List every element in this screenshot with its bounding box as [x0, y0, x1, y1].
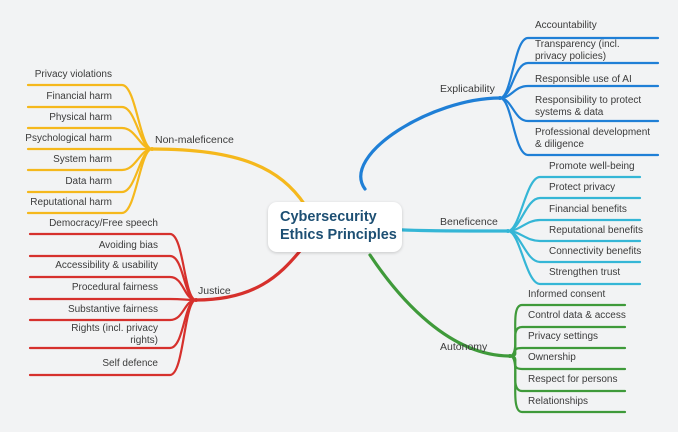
leaf-justice-2[interactable]: Avoiding bias	[99, 240, 158, 251]
branch-label-explicability[interactable]: Explicability	[440, 83, 496, 95]
leaf-non-maleficence-6[interactable]: Data harm	[65, 176, 112, 187]
leaf-explicability-2[interactable]: Transparency (incl.privacy policies)	[535, 39, 620, 62]
leaf-explicability-3[interactable]: Responsible use of AI	[535, 74, 632, 85]
leaf-explicability-5[interactable]: Professional development& diligence	[535, 127, 650, 150]
leaf-non-maleficence-2[interactable]: Financial harm	[46, 91, 112, 102]
leaf-non-maleficence-3[interactable]: Physical harm	[49, 112, 112, 123]
leaf-beneficence-3[interactable]: Financial benefits	[549, 204, 627, 215]
leaf-autonomy-2[interactable]: Control data & access	[528, 310, 626, 321]
branch-label-non-maleficence[interactable]: Non-maleficence	[155, 134, 234, 146]
leaf-autonomy-3[interactable]: Privacy settings	[528, 331, 598, 342]
branch-label-beneficence[interactable]: Beneficence	[440, 216, 498, 228]
mind-map-connectors	[26, 36, 660, 414]
central-topic-box[interactable]	[268, 202, 402, 252]
leaf-justice-1[interactable]: Democracy/Free speech	[49, 218, 158, 229]
leaf-connector-autonomy-6	[508, 354, 627, 414]
leaf-autonomy-1[interactable]: Informed consent	[528, 289, 605, 300]
leaf-connector-beneficence-6	[506, 229, 642, 286]
leaf-beneficence-4[interactable]: Reputational benefits	[549, 225, 643, 236]
leaf-justice-5[interactable]: Substantive fairness	[68, 304, 158, 315]
branch-connector-justice	[194, 249, 302, 302]
leaf-justice-4[interactable]: Procedural fairness	[72, 282, 158, 293]
leaf-connector-explicability-5	[498, 96, 660, 157]
branch-connector-autonomy	[368, 253, 512, 358]
leaf-connector-non-maleficence-7	[26, 147, 154, 215]
leaf-justice-3[interactable]: Accessibility & usability	[55, 260, 158, 271]
central-topic-line-1: Cybersecurity	[280, 209, 377, 225]
leaf-connector-justice-4	[28, 297, 198, 302]
leaf-non-maleficence-7[interactable]: Reputational harm	[30, 197, 112, 208]
leaf-beneficence-5[interactable]: Connectivity benefits	[549, 246, 641, 257]
leaf-autonomy-6[interactable]: Relationships	[528, 396, 588, 407]
leaf-justice-7[interactable]: Self defence	[102, 358, 158, 369]
branch-label-autonomy[interactable]: Autonomy	[440, 341, 488, 353]
leaf-non-maleficence-4[interactable]: Psychological harm	[25, 133, 112, 144]
central-topic-line-2: Ethics Principles	[280, 227, 397, 243]
mind-map-labels: Explicability AccountabilityTransparency …	[25, 20, 650, 407]
leaf-autonomy-5[interactable]: Respect for persons	[528, 374, 618, 385]
branch-hub-beneficence	[506, 229, 510, 233]
leaf-non-maleficence-1[interactable]: Privacy violations	[35, 69, 112, 80]
leaf-autonomy-4[interactable]: Ownership	[528, 352, 576, 363]
branch-connector-non-maleficence	[150, 147, 307, 207]
branch-label-justice[interactable]: Justice	[198, 285, 231, 297]
central-topic-title: Cybersecurity Ethics Principles	[280, 208, 400, 244]
leaf-beneficence-2[interactable]: Protect privacy	[549, 182, 615, 193]
leaf-connector-justice-7	[28, 298, 198, 377]
branch-hub-explicability	[498, 96, 502, 100]
leaf-beneficence-1[interactable]: Promote well-being	[549, 161, 635, 172]
branch-connector-explicability	[359, 96, 502, 191]
leaf-non-maleficence-5[interactable]: System harm	[53, 154, 112, 165]
branch-hub-justice	[194, 298, 198, 302]
leaf-beneficence-6[interactable]: Strengthen trust	[549, 267, 620, 278]
branch-hub-autonomy	[508, 354, 512, 358]
leaf-explicability-1[interactable]: Accountability	[535, 20, 597, 31]
branch-hub-non-maleficence	[150, 147, 154, 151]
